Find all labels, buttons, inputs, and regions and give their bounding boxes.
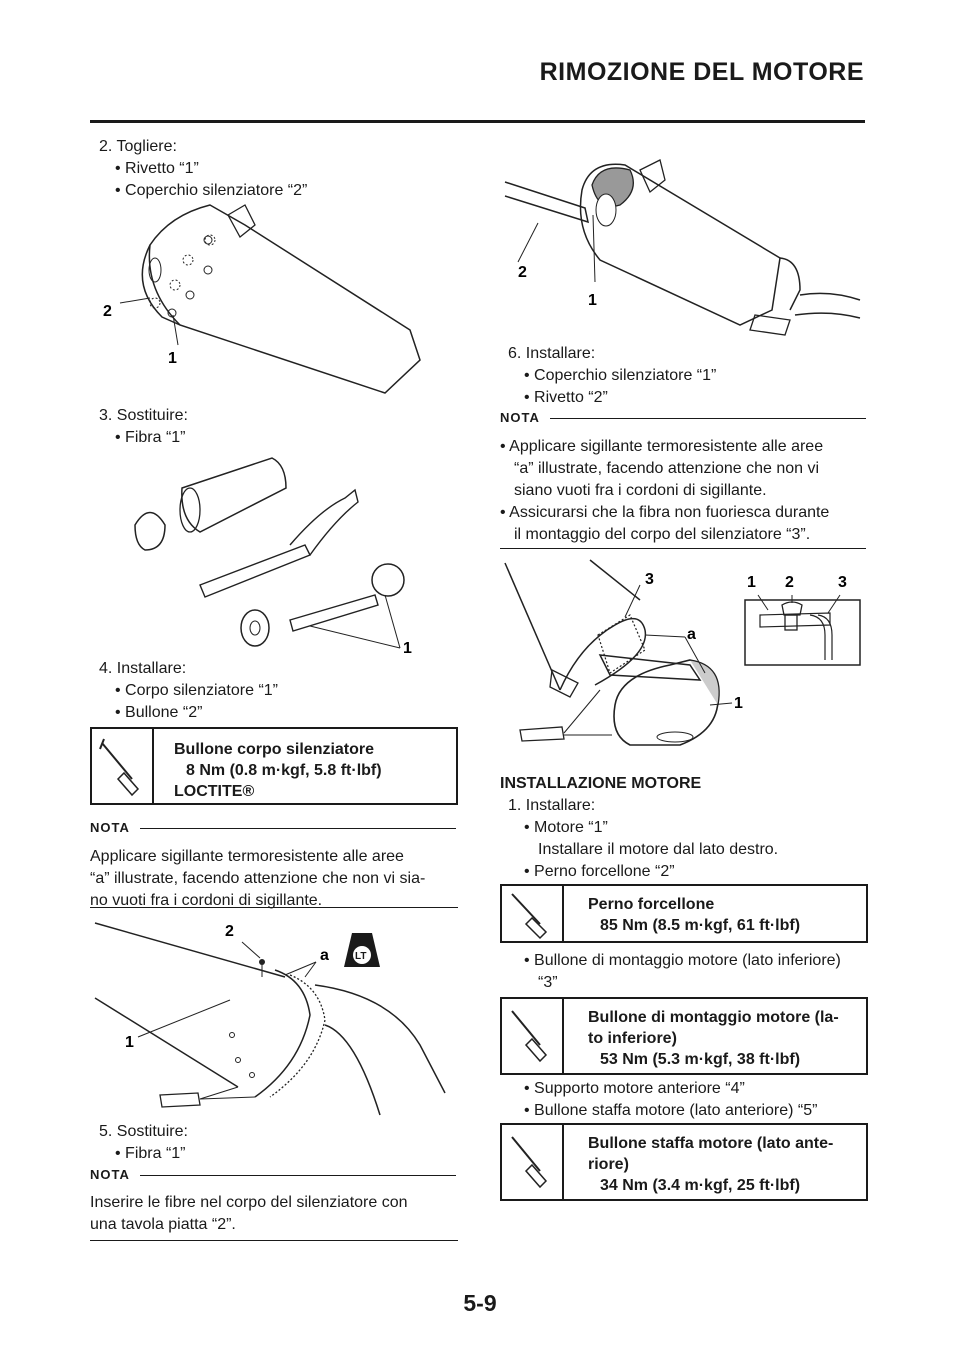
fig5-label-1: 1 — [734, 695, 743, 712]
figure-muffler-body-assembly: 3 a 1 1 2 3 — [504, 559, 861, 746]
torque-wrench-icon — [502, 999, 564, 1073]
step-6-title: 6. Installare: — [508, 345, 596, 362]
spec-4-name-2: riore) — [588, 1156, 629, 1173]
step-6-item-1: • Coperchio silenziatore “1” — [524, 367, 717, 384]
fig4-label-1: 1 — [588, 292, 597, 309]
fig5-detail-label-1: 1 — [747, 574, 756, 591]
fig5-label-a: a — [687, 626, 696, 643]
section-title: INSTALLAZIONE MOTORE — [500, 775, 702, 792]
item-3-line-1: • Bullone di montaggio motore (lato infe… — [524, 952, 841, 969]
item-3-line-2: “3” — [538, 974, 558, 991]
nota-1-line-1: Applicare sigillante termoresistente all… — [90, 848, 404, 865]
page-number: 5-9 — [463, 1290, 497, 1316]
figure-muffler-cover-removal: 2 1 — [103, 204, 421, 394]
nota-3-label: NOTA — [500, 410, 540, 425]
spec-box-muffler-bolt: Bullone corpo silenziatore 8 Nm (0.8 m·k… — [90, 727, 458, 805]
spec-1-value: 8 Nm (0.8 m·kgf, 5.8 ft·lbf) — [186, 762, 382, 779]
nota-3-line-5: il montaggio del corpo del silenziatore … — [514, 526, 811, 543]
nota-2-line-1: Inserire le fibre nel corpo del silenzia… — [90, 1194, 408, 1211]
step-2-title: 2. Togliere: — [99, 138, 177, 155]
torque-wrench-icon — [502, 1125, 564, 1199]
spec-box-front-bracket-bolt: Bullone staffa motore (lato ante- riore)… — [500, 1123, 868, 1201]
loctite-badge: LT — [355, 951, 366, 962]
nota-2-label: NOTA — [90, 1167, 130, 1182]
step-3-item-1: • Fibra “1” — [115, 429, 186, 446]
step-4-title: 4. Installare: — [99, 660, 187, 677]
spec-box-pivot-shaft: Perno forcellone 85 Nm (8.5 m·kgf, 61 ft… — [500, 884, 868, 943]
fig4-label-2: 2 — [518, 264, 527, 281]
spec-box-lower-engine-bolt: Bullone di montaggio motore (la- to infe… — [500, 997, 868, 1075]
nota-1-line-3: no vuoti fra i cordoni di sigillante. — [90, 892, 323, 909]
figure-sealant-application: LT 2 a 1 — [94, 922, 446, 1116]
page-title: RIMOZIONE DEL MOTORE — [539, 58, 864, 86]
step-1-item-1: • Motore “1” — [524, 819, 608, 836]
step-5-item-1: • Fibra “1” — [115, 1145, 186, 1162]
fig1-label-1: 1 — [168, 350, 177, 367]
step-1-item-2: • Perno forcellone “2” — [524, 863, 675, 880]
step-5-title: 5. Sostituire: — [99, 1123, 188, 1140]
nota-3-rule — [550, 418, 866, 419]
nota-2-line-2: una tavola piatta “2”. — [90, 1216, 236, 1233]
spec-3-name-1: Bullone di montaggio motore (la- — [588, 1009, 839, 1026]
torque-wrench-icon — [502, 886, 564, 941]
spec-2-name: Perno forcellone — [588, 896, 715, 913]
step-4-item-2: • Bullone “2” — [115, 704, 203, 721]
step-3-title: 3. Sostituire: — [99, 407, 188, 424]
item-4: • Supporto motore anteriore “4” — [524, 1080, 745, 1097]
spec-3-value: 53 Nm (5.3 m·kgf, 38 ft·lbf) — [600, 1051, 801, 1068]
item-5: • Bullone staffa motore (lato anteriore)… — [524, 1102, 818, 1119]
nota-1-line-2: “a” illustrate, facendo attenzione che n… — [90, 870, 426, 887]
fig5-detail-label-2: 2 — [785, 574, 794, 591]
nota-3-line-1: • Applicare sigillante termoresistente a… — [500, 438, 824, 455]
nota-2-end-rule — [90, 1240, 458, 1241]
header-rule — [90, 120, 865, 123]
fig5-label-3: 3 — [645, 571, 654, 588]
step-1-note: Installare il motore dal lato destro. — [538, 841, 779, 858]
figure-fibre-replacement: 1 — [134, 457, 412, 657]
spec-4-name-1: Bullone staffa motore (lato ante- — [588, 1135, 834, 1152]
spec-3-name-2: to inferiore) — [588, 1030, 677, 1047]
fig5-detail-label-3: 3 — [838, 574, 847, 591]
nota-3-line-4: • Assicurarsi che la fibra non fuoriesca… — [500, 504, 830, 521]
spec-2-value: 85 Nm (8.5 m·kgf, 61 ft·lbf) — [600, 917, 801, 934]
nota-3-line-2: “a” illustrate, facendo attenzione che n… — [514, 460, 820, 477]
fig3-label-2: 2 — [225, 923, 234, 940]
nota-3-line-3: siano vuoti fra i cordoni di sigillante. — [514, 482, 767, 499]
nota-2-rule — [140, 1175, 456, 1176]
step-4-item-1: • Corpo silenziatore “1” — [115, 682, 278, 699]
torque-wrench-icon — [92, 729, 154, 803]
fig3-label-1: 1 — [125, 1034, 134, 1051]
spec-1-extra: LOCTITE® — [174, 783, 255, 800]
nota-1-rule — [140, 828, 456, 829]
spec-4-value: 34 Nm (3.4 m·kgf, 25 ft·lbf) — [600, 1177, 801, 1194]
fig3-label-a: a — [320, 947, 329, 964]
nota-3-end-rule — [500, 548, 866, 549]
spec-1-name: Bullone corpo silenziatore — [174, 741, 375, 758]
fig2-label-1: 1 — [403, 640, 412, 657]
step-2-item-2: • Coperchio silenziatore “2” — [115, 182, 308, 199]
nota-1-end-rule — [90, 907, 458, 908]
nota-1-label: NOTA — [90, 820, 130, 835]
step-2-item-1: • Rivetto “1” — [115, 160, 199, 177]
fig1-label-2: 2 — [103, 303, 112, 320]
figure-muffler-cover-install: 2 1 — [504, 159, 861, 336]
step-1-title: 1. Installare: — [508, 797, 596, 814]
step-6-item-2: • Rivetto “2” — [524, 389, 608, 406]
